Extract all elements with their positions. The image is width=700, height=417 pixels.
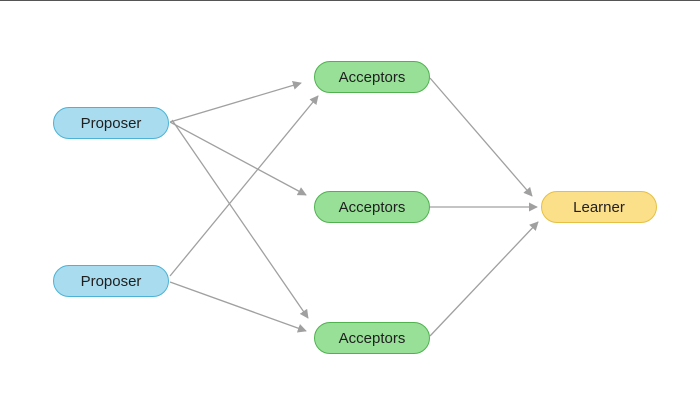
arrow-proposer-2-to-acceptor-3 (169, 281, 307, 333)
top-border-line (0, 0, 700, 1)
learner-node: Learner (541, 191, 657, 223)
acceptors-node: Acceptors (314, 322, 430, 354)
proposer-node: Proposer (53, 107, 169, 139)
arrow-proposer-1-to-acceptor-3 (171, 119, 309, 319)
acceptors-node: Acceptors (314, 191, 430, 223)
acceptors-node: Acceptors (314, 61, 430, 93)
arrow-proposer-1-to-acceptor-2 (169, 121, 307, 196)
arrow-acceptor-3-to-learner (429, 221, 539, 337)
arrow-proposer-1-to-acceptor-1 (169, 80, 302, 123)
proposer-node: Proposer (53, 265, 169, 297)
arrow-acceptor-1-to-learner (429, 77, 533, 197)
arrow-proposer-2-to-acceptor-1 (169, 95, 319, 277)
